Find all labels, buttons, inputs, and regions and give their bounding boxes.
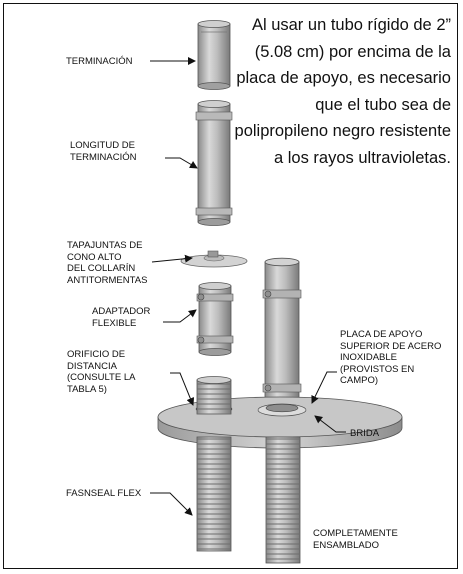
label-longitud-terminacion: LONGITUD DE TERMINACIÓN bbox=[70, 140, 137, 163]
flex-adapter-part bbox=[196, 282, 234, 356]
left-flex-pipe bbox=[196, 376, 232, 552]
pointer-arrows bbox=[150, 57, 346, 516]
right-flex-pipe bbox=[265, 436, 301, 564]
termination-length-part bbox=[195, 100, 233, 226]
label-tapajuntas: TAPAJUNTAS DE CONO ALTO DEL COLLARÍN ANT… bbox=[67, 240, 148, 286]
termination-part bbox=[197, 20, 231, 90]
label-adaptador-flexible: ADAPTADOR FLEXIBLE bbox=[92, 306, 151, 329]
label-brida: BRIDA bbox=[350, 428, 380, 439]
assembled-pipe-upper bbox=[262, 257, 302, 413]
uv-resistant-pipe-note: Al usar un tubo rígido de 2” (5.08 cm) p… bbox=[234, 16, 451, 167]
label-orificio-distancia: ORIFICIO DE DISTANCIA (CONSULTE LA TABLA… bbox=[67, 349, 136, 395]
label-fasnseal-flex: FASNSEAL FLEX bbox=[66, 488, 142, 499]
label-terminacion: TERMINACIÓN bbox=[66, 56, 133, 67]
label-placa-apoyo: PLACA DE APOYO SUPERIOR DE ACERO INOXIDA… bbox=[340, 329, 442, 386]
label-completamente-ensamblado: COMPLETAMENTE ENSAMBLADO bbox=[313, 528, 398, 551]
storm-collar-part bbox=[180, 250, 248, 268]
